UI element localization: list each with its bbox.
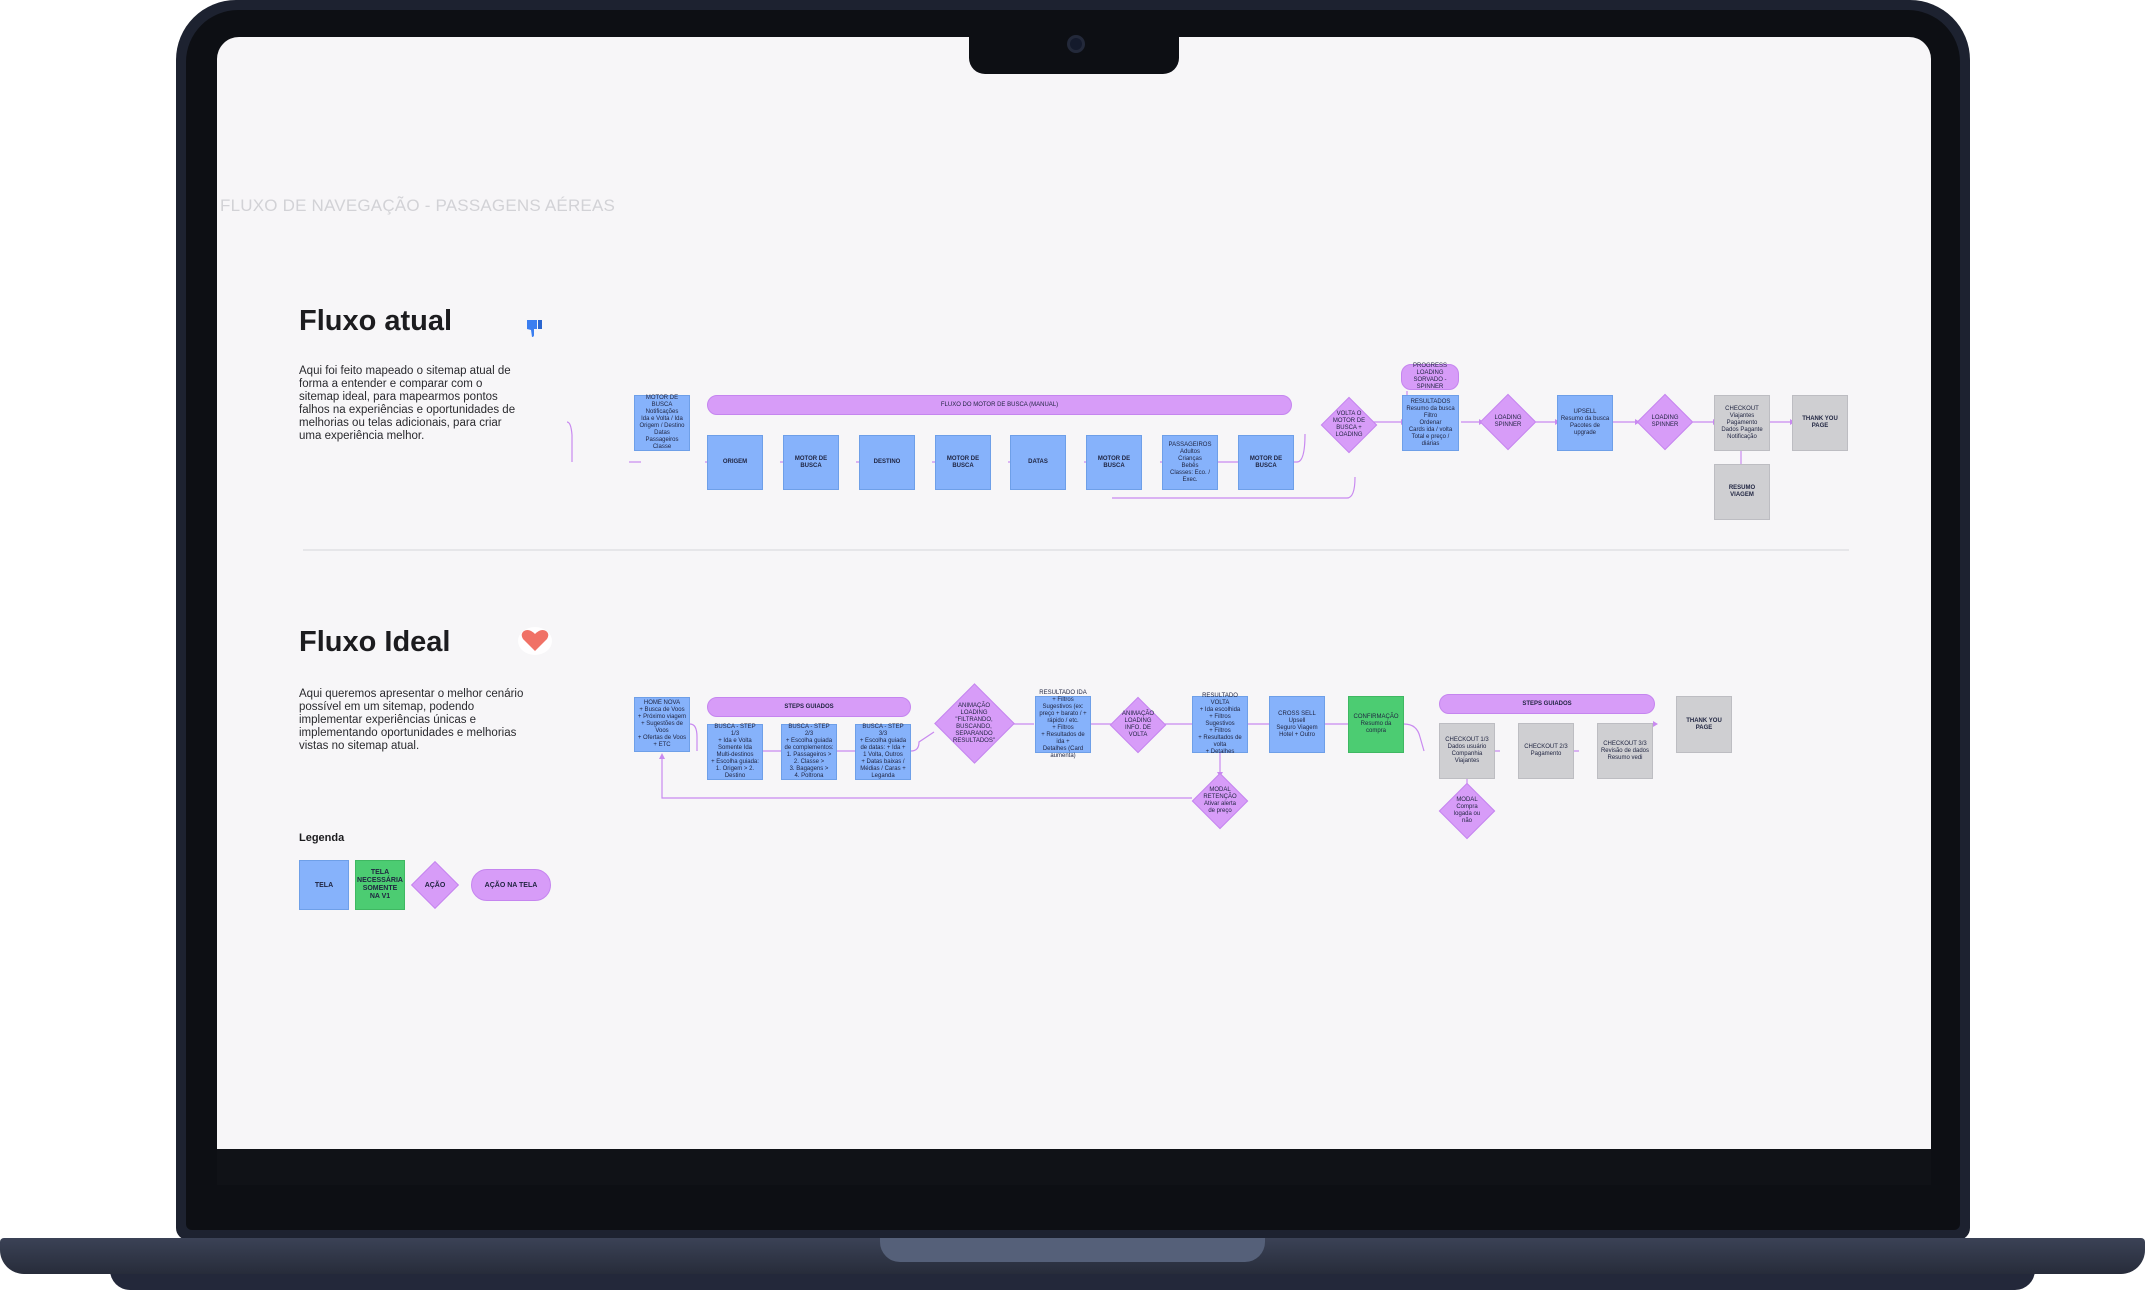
pill-steps-guiados: STEPS GUIADOS (707, 697, 911, 717)
screen-thank-you-ideal: THANK YOU PAGE (1676, 696, 1732, 753)
screen-datas: DATAS (1010, 435, 1066, 490)
pill-steps-guiados-2: STEPS GUIADOS (1439, 694, 1655, 714)
action-animacao-loading-2-label: ANIMAÇÃO LOADING INFO. DE VOLTA (1121, 711, 1154, 738)
screen-motor-busca: MOTOR DE BUSCA Notificações Ida e Volta … (634, 395, 690, 451)
screen-motor-busca-2: MOTOR DE BUSCA (935, 435, 991, 490)
legend-title: Legenda (299, 832, 345, 844)
screen-busca-step-3: BUSCA - STEP 3/3 + Escolha guiada de dat… (855, 724, 911, 780)
board-title: FLUXO DE NAVEGAÇÃO - PASSAGENS AÉREAS (220, 196, 616, 215)
screen-origem: ORIGEM (707, 435, 763, 490)
screen-resultado-volta: RESULTADO VOLTA + Ida escolhida + Filtro… (1192, 693, 1248, 755)
action-volta-motor-label: VOLTA O MOTOR DE BUSCA + LOADING (1332, 411, 1366, 438)
screen-motor-busca-3: MOTOR DE BUSCA (1086, 435, 1142, 490)
section-title-ideal: Fluxo Ideal (299, 626, 451, 658)
screen-thank-you: THANK YOU PAGE (1792, 395, 1848, 451)
thumbs-down-icon (525, 318, 543, 337)
legend-acao-na-tela: AÇÃO NA TELA (471, 869, 551, 901)
section-description-ideal: Aqui queremos apresentar o melhor cenári… (299, 688, 524, 752)
action-modal-compra-label: MODAL Compra logada ou não (1453, 797, 1481, 824)
legend-acao: AÇÃO (424, 881, 446, 889)
ideal-flow-connectors (659, 721, 1658, 799)
action-modal-retencao-label: MODAL RETENÇÃO Ativar alerta de preço (1203, 787, 1237, 814)
screen-upsell: UPSELL Resumo da busca Pacotes de upgrad… (1557, 395, 1613, 451)
section-title-current: Fluxo atual (299, 305, 453, 337)
screen-busca-step-2: BUSCA - STEP 2/3 + Escolha guiada de com… (781, 724, 837, 780)
screen-checkout-2: CHECKOUT 2/3 Pagamento (1518, 723, 1574, 779)
legend-tela-v1: TELA NECESSÁRIA SOMENTE NA V1 (355, 860, 405, 910)
laptop-base-shadow (110, 1270, 2035, 1290)
camera-icon (1067, 35, 1085, 53)
screen-cross-sell: CROSS SELL Upsell Seguro Viagem Hotel + … (1269, 696, 1325, 753)
pill-progress-loading: PROGRESS LOADING SORVADO - SPINNER (1401, 363, 1459, 390)
screen-destino: DESTINO (859, 435, 915, 490)
screen-passageiros: PASSAGEIROS Adultos Crianças Bebês Class… (1162, 435, 1218, 490)
screen-busca-step-1: BUSCA - STEP 1/3 + Ida e Volta Somente I… (707, 724, 763, 780)
action-loading-spinner-1-label: LOADING SPINNER (1494, 415, 1522, 428)
bezel-bottom (217, 1149, 1931, 1185)
screen-checkout: CHECKOUT Viajantes Pagamento Dados Pagan… (1714, 395, 1770, 451)
laptop-opening-notch (880, 1238, 1265, 1262)
screen-resultados: RESULTADOS Resumo da busca Filtro Ordena… (1402, 395, 1459, 451)
screen: FLUXO DE NAVEGAÇÃO - PASSAGENS AÉREAS Fl… (217, 37, 1931, 1149)
action-loading-spinner-2-label: LOADING SPINNER (1651, 415, 1679, 428)
legend-tela: TELA (299, 860, 349, 910)
heart-icon (517, 624, 552, 656)
screen-checkout-1: CHECKOUT 1/3 Dados usuário Companhia Via… (1439, 723, 1495, 779)
screen-home-nova: HOME NOVA + Busca de Voos + Próximo viag… (634, 697, 690, 752)
screen-confirmacao: CONFIRMAÇÃO Resumo da compra (1348, 696, 1404, 753)
section-description-current: Aqui foi feito mapeado o sitemap atual d… (299, 365, 516, 442)
action-animacao-loading-1-label: ANIMAÇÃO LOADING "FILTRANDO, BUSCANDO, S… (953, 703, 995, 744)
screen-checkout-3: CHECKOUT 3/3 Revisão de dados Resumo ved… (1597, 723, 1653, 779)
screen-resumo-viagem: RESUMO VIAGEM (1714, 464, 1770, 520)
pill-fluxo-motor: FLUXO DO MOTOR DE BUSCA (MANUAL) (707, 395, 1292, 415)
screen-resultado-ida: RESULTADO IDA + Filtros Sugestivos (ex: … (1035, 690, 1091, 759)
screen-motor-busca-1: MOTOR DE BUSCA (783, 435, 839, 490)
screen-motor-busca-4: MOTOR DE BUSCA (1238, 435, 1294, 490)
